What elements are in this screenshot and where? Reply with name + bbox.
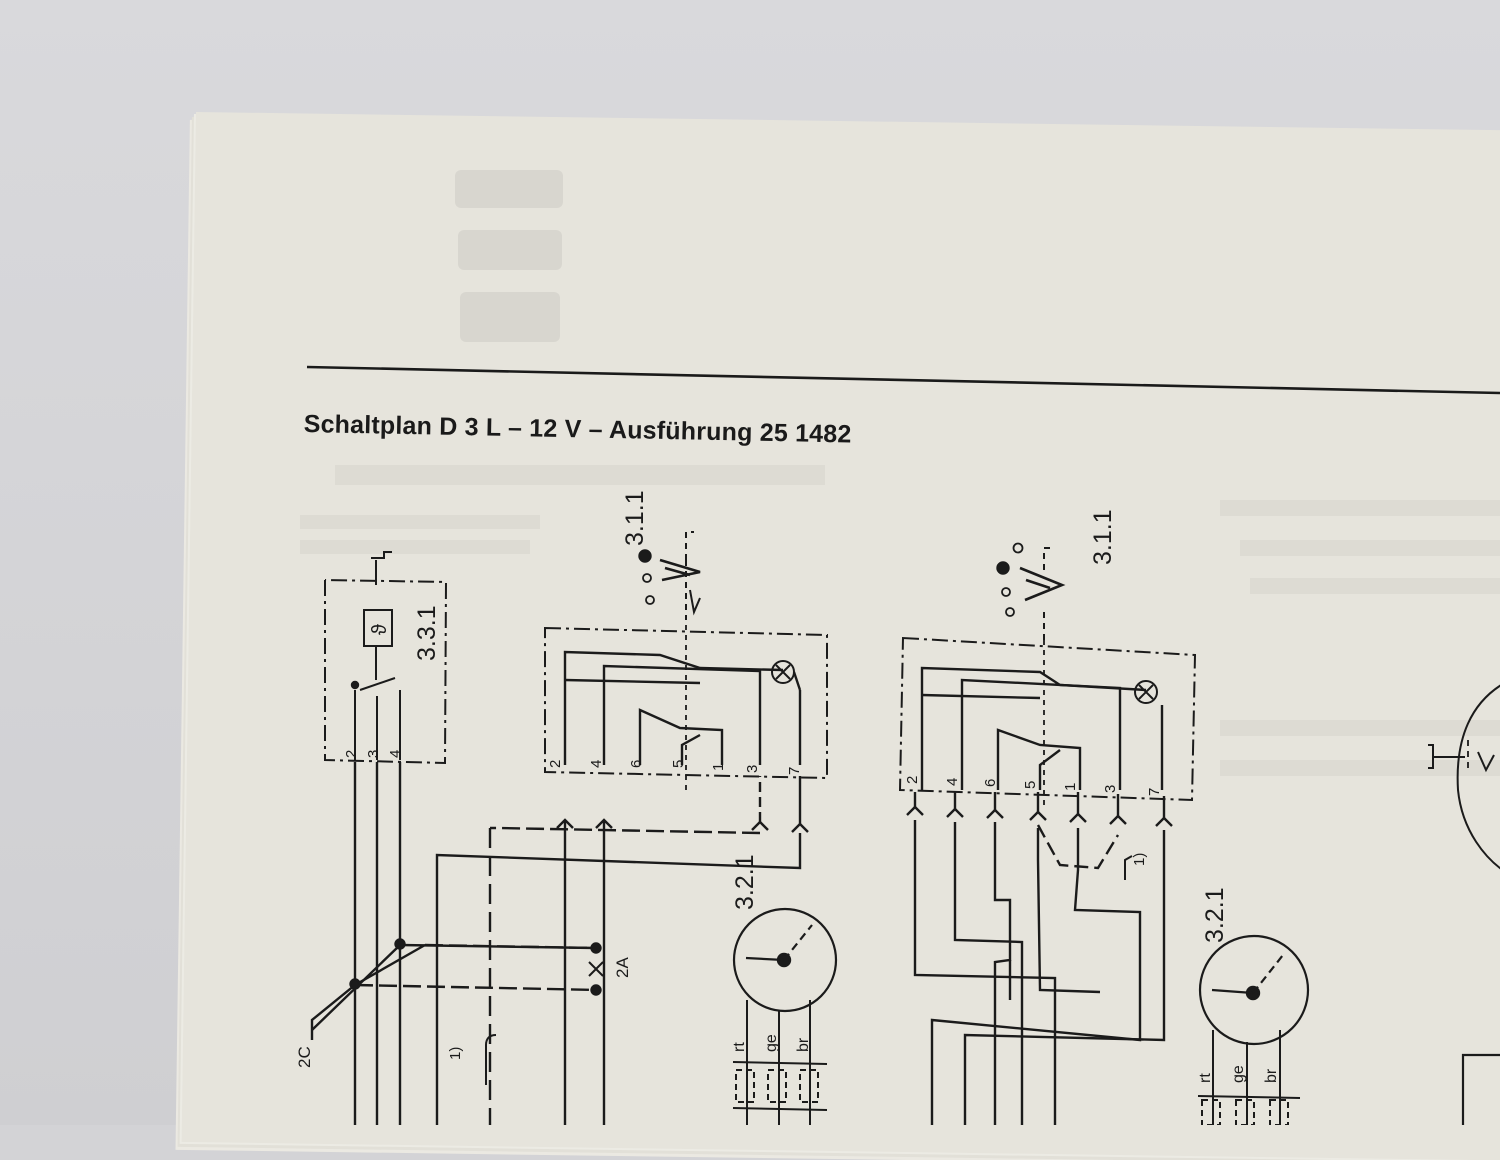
switch-b-3.1.1: 3.1.1 2 4 6 5 1 3 7 (898, 509, 1197, 1125)
sensor-terminal-3: 3 (365, 750, 382, 758)
gauge-a-3.2.1: 3.2.1 rt ge br (731, 854, 838, 1125)
label-gauge-a: 3.2.1 (731, 854, 759, 910)
fuse-and-ground: 2C 2A 1) (295, 828, 632, 1125)
gauge-a-wire-br: br (795, 1037, 812, 1052)
label-fuse: 2A (613, 957, 632, 978)
show-through-marks (455, 170, 563, 342)
label-sensor-unit: 3.3.1 (413, 605, 441, 661)
gauge-b-wire-rt: rt (1197, 1073, 1214, 1083)
switch-b-terminal-7: 7 (1146, 788, 1163, 796)
switch-b-terminal-4: 4 (944, 778, 961, 786)
label-switch-a: 3.1.1 (621, 490, 649, 546)
sensor-unit-3.3.1: ϑ 3.3.1 2 3 4 (324, 551, 448, 1125)
wiring-diagram: ϑ 3.3.1 2 3 4 2C 2A 1) (295, 490, 1500, 1125)
header-rule (306, 365, 1500, 395)
gauge-a-wire-ge: ge (763, 1034, 780, 1052)
sensor-terminal-4: 4 (387, 750, 404, 758)
footnote-b: 1) (1131, 853, 1148, 866)
switch-b-terminal-2: 2 (904, 776, 921, 784)
switch-b-terminal-1: 1 (1062, 783, 1079, 791)
switch-a-terminal-7: 7 (786, 767, 803, 775)
switch-a-terminal-2: 2 (547, 760, 564, 768)
gauge-b-3.2.1: 3.2.1 rt ge br (1197, 887, 1310, 1125)
gauge-a-wire-rt: rt (731, 1042, 748, 1052)
label-switch-b: 3.1.1 (1089, 509, 1117, 565)
gauge-b-wire-br: br (1263, 1068, 1280, 1083)
label-gauge-b: 3.2.1 (1201, 887, 1229, 943)
label-ground: 2C (295, 1046, 314, 1068)
switch-a-terminal-6: 6 (628, 760, 645, 768)
switch-a-terminal-3: 3 (744, 765, 761, 773)
switch-b-terminal-3: 3 (1102, 785, 1119, 793)
gauge-b-wire-ge: ge (1230, 1065, 1247, 1083)
schematic-page: Schaltplan D 3 L – 12 V – Ausführung 25 … (295, 170, 1500, 1125)
edge-component (1428, 684, 1500, 1125)
sensor-terminal-2: 2 (343, 750, 360, 758)
switch-a-terminal-5: 5 (670, 760, 687, 768)
switch-a-terminal-1: 1 (710, 763, 727, 771)
switch-a-terminal-4: 4 (588, 760, 605, 768)
footnote-a: 1) (447, 1047, 464, 1060)
switch-b-terminal-6: 6 (982, 779, 999, 787)
switch-a-3.1.1: 3.1.1 2 4 6 5 1 3 7 (435, 490, 828, 1125)
switch-b-terminal-5: 5 (1022, 781, 1039, 789)
label-theta: ϑ (369, 624, 391, 635)
